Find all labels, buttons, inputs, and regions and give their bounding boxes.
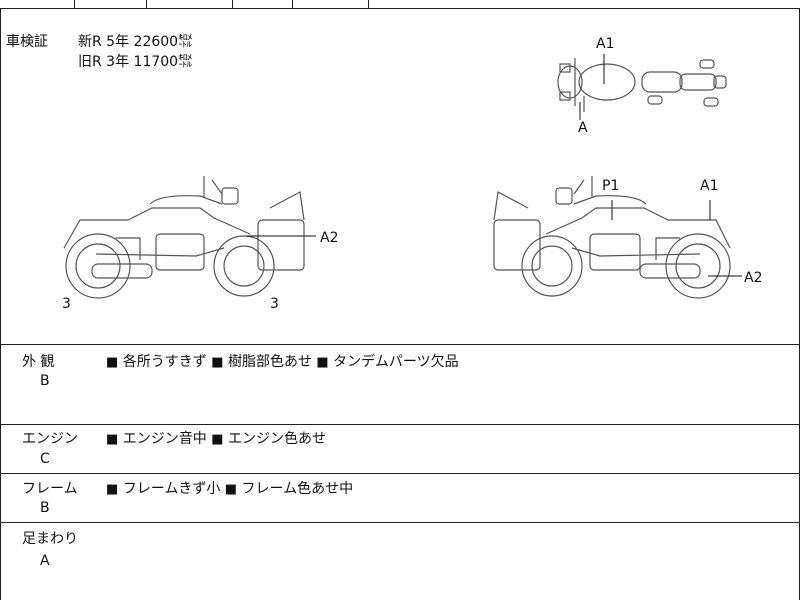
section-grade-frame: B xyxy=(40,500,50,516)
inspection-line-old: 旧R 3年 11700㌖ xyxy=(78,54,193,70)
bike-left-side-icon xyxy=(63,176,305,299)
engine-item: エンジン色あせ xyxy=(227,431,326,447)
motorcycle-diagram-svg: A1 A A2 3 3 P1 A1 A2 xyxy=(62,36,762,312)
section-title-frame: フレーム xyxy=(22,481,78,497)
inspection-line-new: 新R 5年 22600㌖ xyxy=(78,34,193,50)
exterior-item: 各所うすきず xyxy=(122,354,207,370)
section-grade-engine: C xyxy=(40,451,50,467)
table-divider xyxy=(232,0,233,8)
section-divider xyxy=(0,344,800,345)
section-title-suspension: 足まわり xyxy=(22,531,78,547)
bike-top-view-icon xyxy=(557,58,727,112)
inspection-label: 車検証 xyxy=(6,34,48,50)
section-divider xyxy=(0,473,800,474)
bullet-icon: ■ xyxy=(106,432,119,447)
bullet-icon: ■ xyxy=(106,482,119,497)
mark-left-3-rear: 3 xyxy=(270,296,279,312)
mark-right-p1: P1 xyxy=(602,178,619,194)
mark-top-a1: A1 xyxy=(596,36,614,52)
mark-right-a1: A1 xyxy=(700,178,718,194)
table-divider xyxy=(368,0,369,8)
section-title-exterior: 外 観 xyxy=(22,354,55,370)
table-divider xyxy=(292,0,293,8)
section-items-engine: ■ エンジン音中 ■ エンジン色あせ xyxy=(106,428,326,448)
section-divider xyxy=(0,522,800,523)
table-divider xyxy=(74,0,75,8)
bullet-icon: ■ xyxy=(316,355,329,370)
section-grade-exterior: B xyxy=(40,373,50,389)
exterior-item: タンデムパーツ欠品 xyxy=(333,354,459,370)
engine-item: エンジン音中 xyxy=(122,431,207,447)
bullet-icon: ■ xyxy=(211,432,224,447)
section-title-engine: エンジン xyxy=(22,431,78,447)
mark-top-a: A xyxy=(578,120,588,136)
section-grade-suspension: A xyxy=(40,553,50,569)
mark-right-a2: A2 xyxy=(744,270,762,286)
section-items-exterior: ■ 各所うすきず ■ 樹脂部色あせ ■ タンデムパーツ欠品 xyxy=(106,351,459,371)
section-items-frame: ■ フレームきず小 ■ フレーム色あせ中 xyxy=(106,478,353,498)
table-divider xyxy=(146,0,147,8)
damage-diagram: A1 A A2 3 3 P1 A1 A2 xyxy=(0,8,800,344)
mark-left-a2: A2 xyxy=(320,230,338,246)
frame-item: フレーム色あせ中 xyxy=(241,481,354,497)
mark-left-3-front: 3 xyxy=(62,296,71,312)
bullet-icon: ■ xyxy=(224,482,238,497)
top-table-strip xyxy=(0,0,800,9)
bullet-icon: ■ xyxy=(106,355,119,370)
exterior-item: 樹脂部色あせ xyxy=(227,354,312,370)
frame-item: フレームきず小 xyxy=(122,481,221,497)
bike-right-side-icon xyxy=(493,176,731,299)
bullet-icon: ■ xyxy=(211,355,224,370)
section-divider xyxy=(0,424,800,425)
